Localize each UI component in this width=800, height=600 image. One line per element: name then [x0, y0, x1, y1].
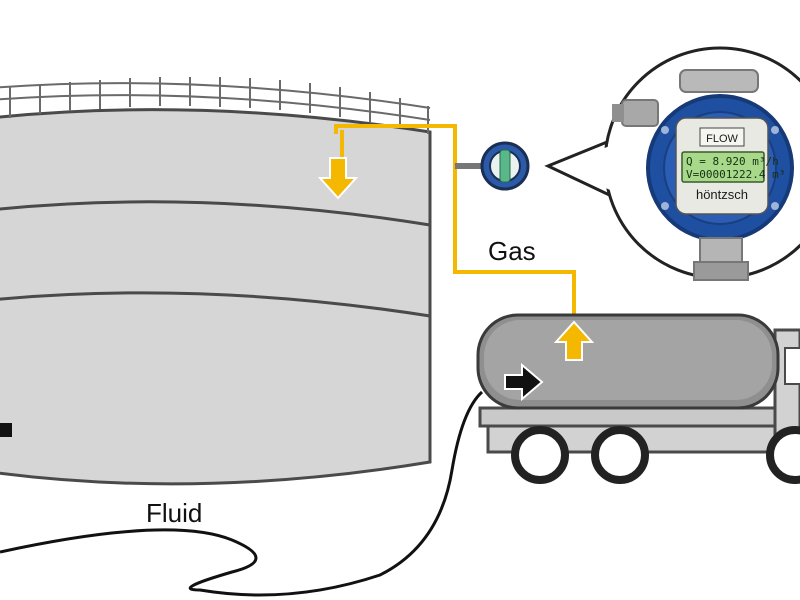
fluid-label: Fluid [146, 498, 202, 528]
meter-lcd [681, 151, 765, 183]
meter-tag-label: FLOW [706, 133, 738, 145]
fluid-arrow-right-icon [504, 362, 544, 402]
tanker-truck-icon [476, 313, 800, 484]
gas-line [334, 124, 576, 322]
fluid-hose [0, 390, 484, 597]
flow-sensor-icon [455, 141, 530, 191]
flow-transmitter-icon: FLOW Q = 8.920 m³/h V=00001222.4 m³ hönt… [612, 69, 794, 281]
gas-arrow-up-icon [553, 320, 595, 361]
gas-arrow-down-icon [317, 157, 359, 200]
tank-roof-railing [0, 77, 431, 134]
meter-brand-label: höntzsch [696, 187, 748, 202]
truck-wheels [511, 426, 800, 484]
gas-label: Gas [488, 236, 536, 266]
lcd-volume-total: V=00001222.4 m³ [686, 168, 785, 181]
lcd-flow-rate: Q = 8.920 m³/h [686, 155, 779, 168]
tank-outlet-marker [0, 423, 12, 437]
storage-tank-icon [0, 77, 432, 486]
